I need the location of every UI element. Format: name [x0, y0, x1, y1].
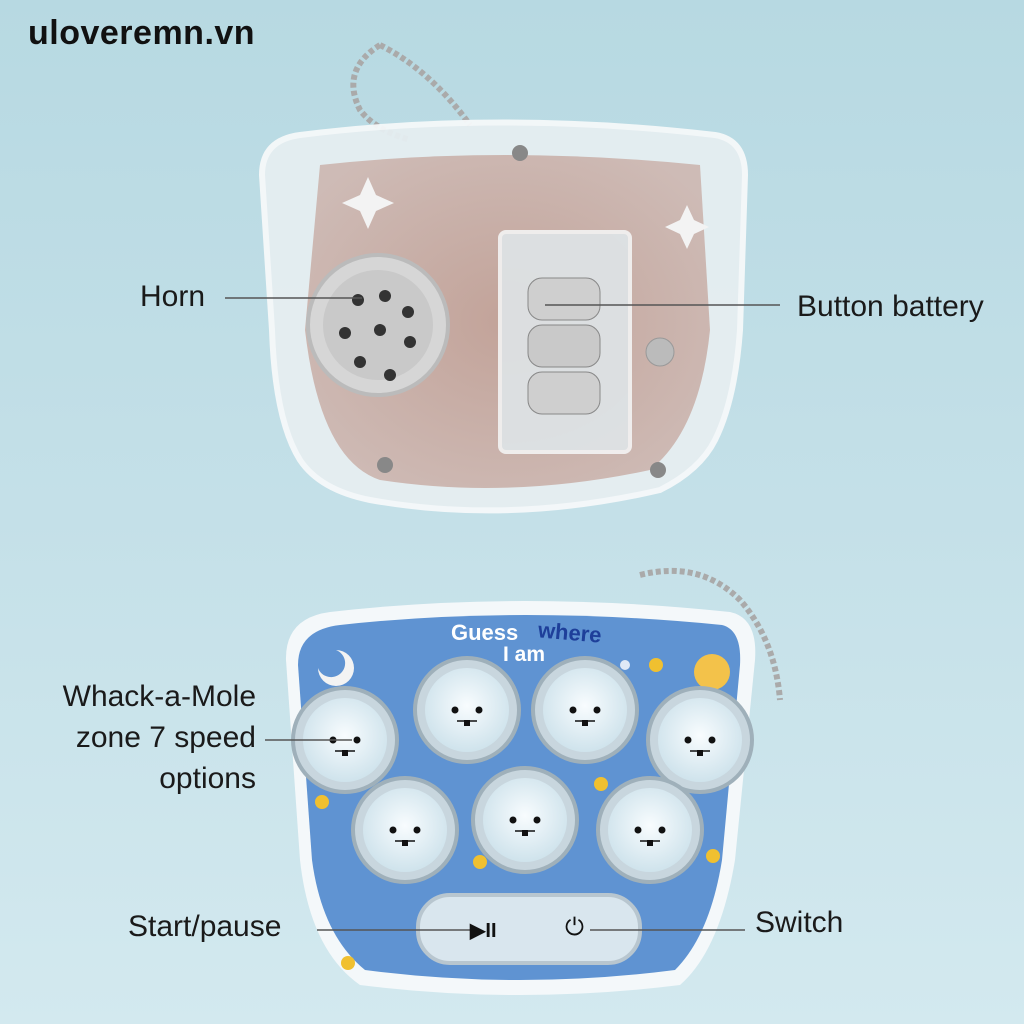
label-start-pause: Start/pause [128, 910, 282, 943]
label-whack-line1: Whack-a-Mole [62, 680, 256, 713]
device-title-i-am: I am [503, 643, 546, 666]
control-panel [416, 893, 642, 965]
label-whack-line2: zone 7 speed [75, 721, 256, 754]
play-pause-button: ▶II [470, 920, 497, 942]
label-whack-a-mole: Whack-a-Mole zone 7 speed options [63, 676, 256, 799]
star-icons [315, 658, 720, 970]
mole-button [646, 686, 754, 794]
mole-button [351, 776, 459, 884]
label-horn: Horn [140, 280, 206, 313]
mole-button [596, 776, 704, 884]
planet-icon [694, 654, 730, 690]
mole-holes [291, 656, 754, 884]
power-button: ⏻ [565, 914, 584, 941]
label-whack-line3: options [159, 762, 256, 795]
device-front [285, 601, 756, 995]
cross-mark [342, 177, 394, 229]
screw-icon [377, 457, 393, 473]
keychain-chain-bottom [639, 567, 783, 701]
mole-button [413, 656, 521, 764]
device-title-where: where [537, 617, 603, 648]
label-switch: Switch [755, 906, 844, 939]
watermark: uloveremn.vn [28, 14, 256, 52]
cross-mark [665, 205, 709, 249]
screw-icon [650, 462, 666, 478]
mole-button [471, 766, 579, 874]
moon-icon [318, 650, 354, 686]
label-button-battery: Button battery [797, 290, 984, 323]
device-back [258, 119, 749, 514]
mole-button [531, 656, 639, 764]
horn-speaker [306, 253, 450, 397]
device-title-guess: Guess [451, 620, 519, 645]
battery-compartment [498, 230, 675, 454]
screw-icon [512, 145, 528, 161]
